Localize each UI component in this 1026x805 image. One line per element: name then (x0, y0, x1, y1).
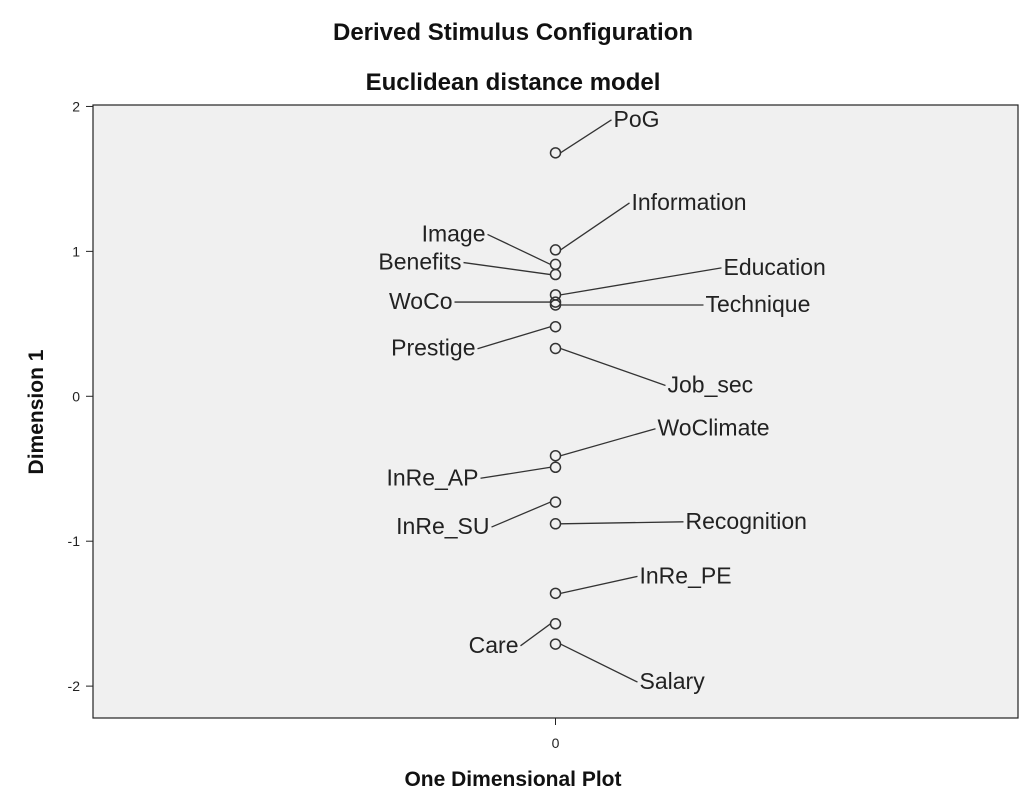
label-leader-line (560, 119, 612, 154)
data-point (549, 518, 562, 530)
label-leader-line (480, 466, 551, 479)
label-leader-line (487, 233, 551, 265)
label-leader-line (560, 347, 666, 387)
data-point (549, 618, 562, 630)
y-tick-label: 1 (72, 243, 80, 259)
point-label: Job_sec (668, 371, 754, 397)
point-label: Image (422, 220, 486, 246)
data-point (549, 268, 562, 281)
point-label: WoCo (389, 288, 453, 314)
data-point (549, 342, 562, 355)
point-label: InRe_PE (640, 562, 732, 588)
label-leader-line (560, 202, 630, 251)
x-axis-title: One Dimensional Plot (404, 768, 621, 791)
data-point (549, 147, 562, 159)
point-label: Care (469, 632, 519, 658)
y-axis-title: Dimension 1 (25, 349, 48, 474)
point-label: Salary (640, 668, 706, 694)
point-label: PoG (614, 106, 660, 132)
axis-ticks: -2 -1 0 1 2 0 (68, 98, 560, 751)
x-tick-label: 0 (552, 735, 560, 751)
point-label: InRe_SU (396, 513, 489, 539)
label-leader-line (560, 267, 722, 296)
data-point (549, 587, 562, 600)
plot-area (92, 104, 1019, 719)
data-point (549, 449, 562, 462)
point-label: Prestige (391, 335, 475, 361)
label-leader-line (463, 261, 551, 276)
data-point (549, 496, 562, 508)
data-point (549, 320, 562, 333)
data-point (549, 638, 562, 650)
point-label: Benefits (378, 249, 461, 275)
label-leader-line (491, 501, 551, 528)
label-leader-line (560, 428, 656, 457)
chart-title: Derived Stimulus Configuration (333, 19, 693, 46)
point-label: InRe_AP (386, 464, 478, 490)
y-tick-label: 2 (72, 98, 80, 114)
label-leader-line (560, 521, 684, 525)
point-label: Recognition (686, 508, 807, 534)
chart-subtitle: Euclidean distance model (366, 69, 661, 96)
point-label: Information (632, 189, 747, 215)
data-point (549, 461, 562, 474)
y-tick-label: 0 (72, 388, 80, 404)
point-label: Education (724, 254, 826, 280)
label-leader-line (560, 575, 638, 595)
point-label: Technique (706, 291, 811, 317)
data-point (549, 296, 562, 308)
data-point (549, 244, 562, 256)
y-tick-label: -2 (68, 678, 81, 694)
y-tick-label: -1 (68, 533, 81, 549)
label-leader-line (520, 623, 551, 647)
label-leader-line (477, 326, 551, 350)
data-point (549, 299, 562, 311)
label-leader-line (560, 643, 638, 683)
point-label: WoClimate (658, 415, 770, 441)
